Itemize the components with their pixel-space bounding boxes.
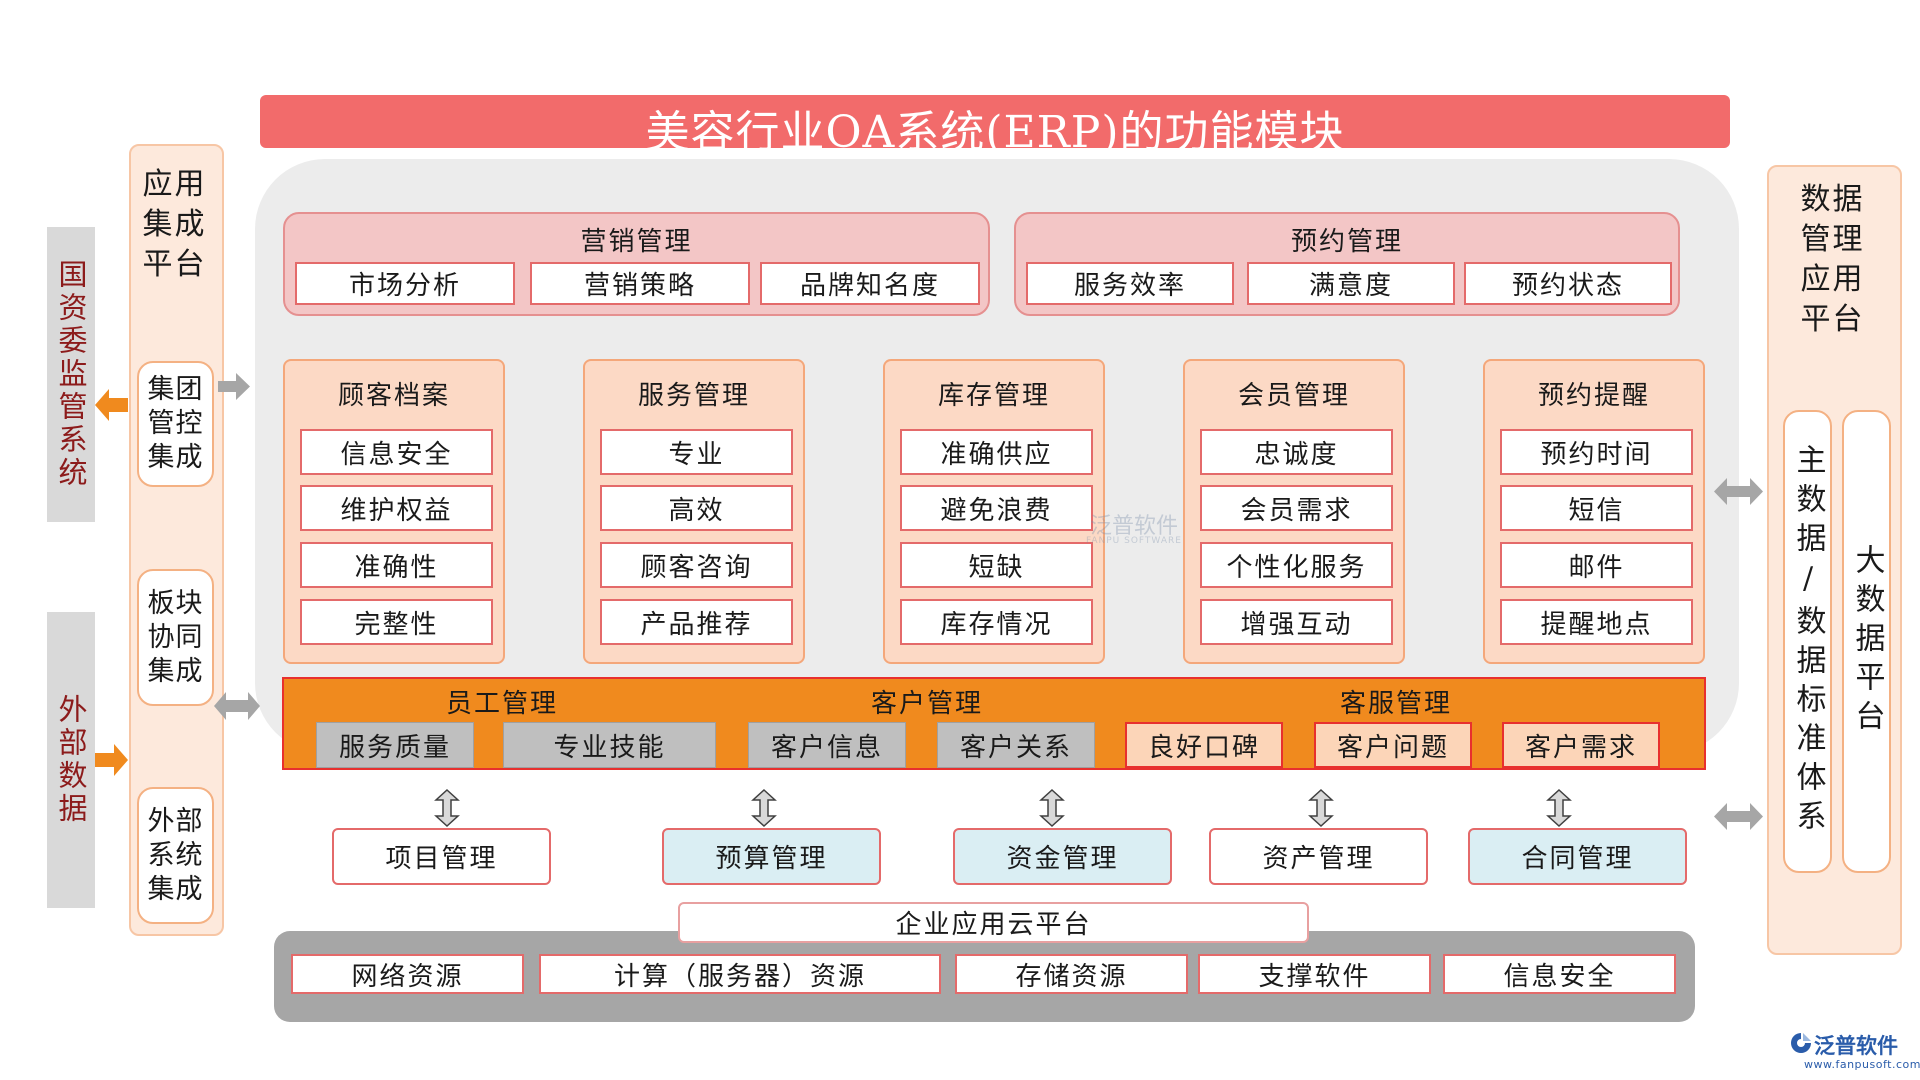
- module-item: 忠诚度: [1200, 429, 1393, 475]
- watermark-text: 泛普软件: [1090, 514, 1179, 539]
- marketing-management-group: 营销管理 市场分析 营销策略 品牌知名度: [283, 212, 990, 316]
- module-item: 会员需求: [1200, 485, 1393, 531]
- module-title: 服务管理: [637, 380, 750, 411]
- appointment-management-group: 预约管理 服务效率 满意度 预约状态: [1014, 212, 1680, 316]
- cloud-resource: 信息安全: [1443, 954, 1676, 994]
- integration-platform-title-text: 应用集成平台: [142, 167, 207, 282]
- module-item: 产品推荐: [600, 599, 793, 645]
- bar-section-title: 客户管理: [870, 688, 983, 719]
- module-item: 准确性: [300, 542, 493, 588]
- module-inventory-management: 库存管理 准确供应 避免浪费 短缺 库存情况: [883, 359, 1105, 664]
- group-title: 营销管理: [580, 226, 693, 257]
- big-data-platform-label: 大数据平台: [1849, 544, 1885, 739]
- bar-section-title: 客服管理: [1339, 688, 1452, 719]
- double-vertical-arrow-icon: [1546, 788, 1572, 828]
- logo-text: 泛普软件: [1814, 1034, 1898, 1058]
- module-service-management: 服务管理 专业 高效 顾客咨询 产品推荐: [583, 359, 805, 664]
- group-control-integration-label: 集团管控集成: [147, 374, 204, 473]
- orange-arrow-right-icon: [95, 744, 128, 776]
- double-vertical-arrow-icon: [434, 788, 460, 828]
- module-member-management: 会员管理 忠诚度 会员需求 个性化服务 增强互动: [1183, 359, 1405, 664]
- bar-item: 服务质量: [316, 722, 474, 768]
- big-data-platform-box: 大数据平台: [1842, 410, 1891, 873]
- module-title: 库存管理: [937, 380, 1050, 411]
- cloud-resource: 计算（服务器）资源: [539, 954, 941, 994]
- module-customer-records: 顾客档案 信息安全 维护权益 准确性 完整性: [283, 359, 505, 664]
- watermark-subtext: FANPU SOFTWARE: [1086, 536, 1182, 546]
- group-item: 市场分析: [295, 262, 515, 305]
- logo-url: www.fanpusoft.com: [1804, 1058, 1920, 1071]
- group-title: 预约管理: [1290, 226, 1403, 257]
- sector-collaboration-integration-label: 板块协同集成: [147, 587, 204, 687]
- group-item: 品牌知名度: [760, 262, 980, 305]
- gray-double-arrow-icon: [1714, 478, 1763, 505]
- integration-platform-title: 应用集成平台: [131, 165, 222, 285]
- gray-double-arrow-icon: [214, 692, 260, 720]
- module-item: 个性化服务: [1200, 542, 1393, 588]
- support-module: 项目管理: [332, 828, 551, 885]
- bar-section-title: 员工管理: [445, 688, 558, 719]
- data-management-platform-title-text: 数据管理应用平台: [1800, 182, 1865, 337]
- module-item: 避免浪费: [900, 485, 1093, 531]
- external-system-integration-label: 外部系统集成: [147, 805, 204, 905]
- cloud-platform-title: 企业应用云平台: [678, 902, 1309, 943]
- gray-double-arrow-icon: [1714, 803, 1763, 830]
- module-item: 顾客咨询: [600, 542, 793, 588]
- module-item: 增强互动: [1200, 599, 1393, 645]
- external-data-label: 外部数据: [54, 694, 88, 826]
- module-item: 准确供应: [900, 429, 1093, 475]
- module-item: 高效: [600, 485, 793, 531]
- module-item: 预约时间: [1500, 429, 1693, 475]
- bar-item: 客户关系: [937, 722, 1095, 768]
- bar-item: 专业技能: [503, 722, 716, 768]
- data-management-platform-column: 数据管理应用平台 主数据/数据标准体系 大数据平台: [1767, 165, 1902, 955]
- module-item: 短缺: [900, 542, 1093, 588]
- module-title: 预约提醒: [1537, 380, 1650, 411]
- external-system-integration-box: 外部系统集成: [137, 787, 214, 924]
- group-item: 服务效率: [1026, 262, 1234, 305]
- supervision-system-label: 国资委监管系统: [54, 259, 88, 490]
- master-data-standards-box: 主数据/数据标准体系: [1783, 410, 1832, 873]
- fanpu-logo-icon: [1791, 1033, 1811, 1053]
- double-vertical-arrow-icon: [1308, 788, 1334, 828]
- integration-platform-column: 应用集成平台 集团管控集成 板块协同集成 外部系统集成: [129, 144, 224, 936]
- bar-item: 客户问题: [1314, 722, 1472, 768]
- bar-item: 客户需求: [1502, 722, 1660, 768]
- double-vertical-arrow-icon: [1039, 788, 1065, 828]
- module-item: 维护权益: [300, 485, 493, 531]
- bar-item: 良好口碑: [1125, 722, 1283, 768]
- group-item: 满意度: [1247, 262, 1455, 305]
- bar-item: 客户信息: [748, 722, 906, 768]
- group-control-integration-box: 集团管控集成: [137, 361, 214, 487]
- support-module: 资产管理: [1209, 828, 1428, 885]
- supervision-system-box: 国资委监管系统: [47, 227, 95, 522]
- module-title: 顾客档案: [337, 380, 450, 411]
- module-item: 信息安全: [300, 429, 493, 475]
- external-data-box: 外部数据: [47, 612, 95, 908]
- module-item: 邮件: [1500, 542, 1693, 588]
- page-title: 美容行业OA系统(ERP)的功能模块: [260, 95, 1730, 158]
- support-module: 预算管理: [662, 828, 881, 885]
- data-management-platform-title: 数据管理应用平台: [1769, 180, 1900, 340]
- sector-collaboration-integration-box: 板块协同集成: [137, 569, 214, 706]
- group-item: 营销策略: [530, 262, 750, 305]
- module-appointment-reminder: 预约提醒 预约时间 短信 邮件 提醒地点: [1483, 359, 1705, 664]
- cloud-resource: 支撑软件: [1198, 954, 1431, 994]
- support-module: 资金管理: [953, 828, 1172, 885]
- cloud-resource: 网络资源: [291, 954, 524, 994]
- module-item: 提醒地点: [1500, 599, 1693, 645]
- module-title: 会员管理: [1237, 380, 1350, 411]
- master-data-standards-label: 主数据/数据标准体系: [1790, 444, 1826, 839]
- double-vertical-arrow-icon: [751, 788, 777, 828]
- gray-arrow-right-icon: [218, 373, 250, 400]
- orange-arrow-left-icon: [95, 389, 128, 421]
- module-item: 短信: [1500, 485, 1693, 531]
- group-item: 预约状态: [1464, 262, 1672, 305]
- module-item: 专业: [600, 429, 793, 475]
- management-bar: 员工管理 客户管理 客服管理 服务质量 专业技能 客户信息 客户关系 良好口碑 …: [282, 677, 1706, 770]
- module-item: 库存情况: [900, 599, 1093, 645]
- cloud-resource: 存储资源: [955, 954, 1188, 994]
- support-module: 合同管理: [1468, 828, 1687, 885]
- module-item: 完整性: [300, 599, 493, 645]
